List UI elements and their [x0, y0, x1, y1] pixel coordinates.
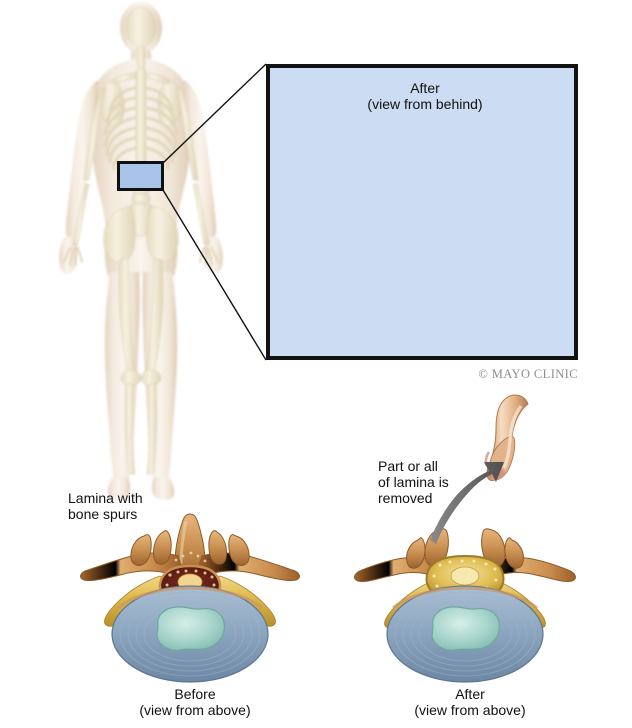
- vertebra-cross-section-before: [80, 513, 300, 683]
- inset-title-line1: After: [410, 80, 440, 96]
- inset-title: After(view from behind): [340, 80, 510, 112]
- spine-locator-box: [117, 161, 164, 191]
- lamina-removal-arrow: [430, 462, 504, 544]
- lamina-label-line1: Lamina with: [68, 490, 143, 506]
- caption-before: Before(view from above): [95, 686, 295, 718]
- caption-after-line1: After: [455, 686, 485, 702]
- vertebra-cross-section-after: [354, 528, 576, 683]
- removed-label-line3: removed: [378, 490, 433, 506]
- body-figure-posterior: [59, 2, 223, 501]
- caption-after-line2: (view from above): [414, 702, 526, 718]
- inset-title-line2: (view from behind): [367, 96, 483, 112]
- callout-leader-lines: [162, 63, 267, 361]
- inset-panel-after-view-behind: [266, 64, 578, 360]
- removed-label-line2: of lamina is: [378, 474, 449, 490]
- caption-after: After(view from above): [370, 686, 570, 718]
- copyright-notice: © MAYO CLINIC: [478, 367, 578, 381]
- caption-before-line2: (view from above): [139, 702, 251, 718]
- caption-before-line1: Before: [174, 686, 216, 702]
- lamina-label-line2: bone spurs: [68, 506, 138, 522]
- removed-label-line1: Part or all: [378, 458, 438, 474]
